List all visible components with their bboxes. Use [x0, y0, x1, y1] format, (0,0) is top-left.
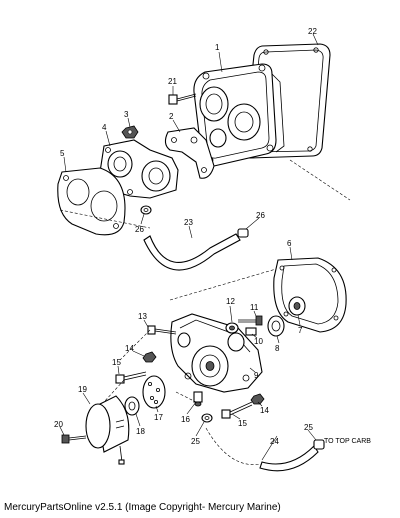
part-8-spring-cap — [267, 315, 285, 337]
part-1-housing-plate — [193, 63, 285, 167]
callout-16: 16 — [181, 415, 190, 424]
callout-19: 19 — [78, 385, 87, 394]
callout-2: 2 — [169, 112, 174, 121]
callout-5: 5 — [60, 149, 65, 158]
part-10-fitting — [245, 327, 257, 336]
callout-6: 6 — [287, 239, 292, 248]
part-5-gasket — [57, 167, 126, 236]
image-caption: MercuryPartsOnline v2.5.1 (Image Copyrig… — [4, 502, 281, 513]
callout-17: 17 — [154, 413, 163, 422]
part-21-screw — [168, 93, 197, 105]
callout-4: 4 — [102, 123, 107, 132]
part-15-screw-right — [221, 401, 253, 419]
part-25-fitting-right — [313, 439, 325, 450]
part-9-pump-body — [170, 313, 263, 393]
callout-25-right: 25 — [304, 423, 313, 432]
callout-7: 7 — [298, 326, 303, 335]
part-25-fitting-left — [201, 413, 213, 423]
part-12-check-valve — [225, 322, 239, 334]
part-23-hose — [143, 233, 241, 271]
part-14-washer-right — [250, 393, 265, 405]
callout-11: 11 — [250, 303, 259, 312]
part-2-bracket — [164, 127, 215, 179]
callout-labels: 1 2 3 4 5 6 7 8 9 10 11 12 13 14 14 15 1… — [54, 27, 371, 446]
callout-23: 23 — [184, 218, 193, 227]
exploded-parts-diagram: 1 2 3 4 5 6 7 8 9 10 11 12 13 14 14 15 1… — [54, 27, 371, 472]
part-19-end-cover — [85, 395, 130, 465]
callout-14-left: 14 — [125, 344, 134, 353]
part-6-gasket — [273, 257, 347, 333]
part-24-hose — [205, 427, 319, 472]
leader-lines — [59, 33, 319, 461]
part-14-washer-left — [142, 351, 157, 363]
callout-18: 18 — [136, 427, 145, 436]
part-26-fitting-upper-right — [237, 228, 249, 238]
part-26-fitting-upper-left — [140, 205, 152, 215]
part-7-cap — [288, 296, 306, 316]
callout-13: 13 — [138, 312, 147, 321]
callout-9: 9 — [254, 371, 259, 380]
part-11-screw — [238, 315, 263, 326]
part-18-o-ring — [124, 396, 140, 416]
to-top-carb-note: TO TOP CARB — [324, 438, 371, 445]
part-15-screw-left — [115, 371, 147, 384]
callout-20: 20 — [54, 420, 63, 429]
part-3-nut — [121, 125, 139, 139]
part-20-screw — [61, 434, 87, 444]
callout-26-left: 26 — [135, 225, 144, 234]
part-17-impeller-plate — [142, 375, 166, 409]
callout-26-right: 26 — [256, 211, 265, 220]
callout-1: 1 — [215, 43, 220, 52]
callout-10: 10 — [254, 337, 263, 346]
callout-3: 3 — [124, 110, 129, 119]
callout-15-left: 15 — [112, 358, 121, 367]
callout-8: 8 — [275, 344, 280, 353]
part-16-fitting — [193, 391, 203, 407]
callout-21: 21 — [168, 77, 177, 86]
callout-24: 24 — [270, 437, 279, 446]
callout-14-right: 14 — [260, 406, 269, 415]
part-13-screw — [147, 325, 177, 335]
callout-12: 12 — [226, 297, 235, 306]
callout-22: 22 — [308, 27, 317, 36]
callout-25-left: 25 — [191, 437, 200, 446]
callout-15-right: 15 — [238, 419, 247, 428]
